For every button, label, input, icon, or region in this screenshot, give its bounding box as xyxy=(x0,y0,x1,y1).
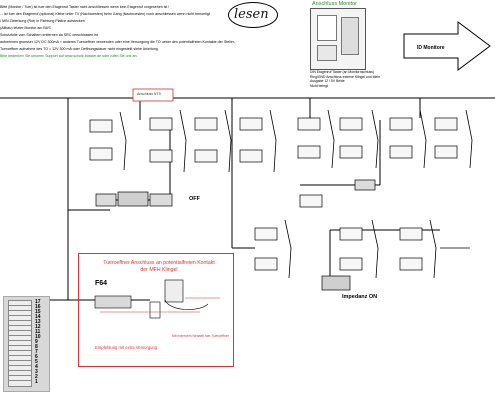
id-monitors-arrow xyxy=(403,21,491,71)
door-opener-sketch xyxy=(94,279,220,319)
lesen-label: lesen xyxy=(234,7,269,22)
note-line: aufnehmen groesser 12V DC 300mA = andere… xyxy=(0,40,236,44)
bell-number: 9 xyxy=(35,339,38,345)
panel-title: Anschluss Monitor xyxy=(312,1,357,7)
bell-number: 15 xyxy=(35,309,41,315)
off-label: OFF xyxy=(189,196,200,202)
floor-group-middle xyxy=(254,194,470,279)
bell-number: 1 xyxy=(35,379,38,385)
door-opener-caption: Mit externem Netzteil fuer Tueroeffner xyxy=(172,334,229,338)
bell-number: 14 xyxy=(35,314,41,320)
impedanz-label: Impedanz ON xyxy=(342,294,378,300)
bell-number: 17 xyxy=(35,299,41,305)
bell-button xyxy=(8,380,32,387)
bell-number: 7 xyxy=(35,349,38,355)
bell-number: 16 xyxy=(35,304,41,310)
distributor-modules xyxy=(95,179,376,291)
bell-number: 3 xyxy=(35,369,38,375)
panel-legend-line: Nicht belegt xyxy=(310,83,328,88)
note-line: Schutzfolie vom Schaltern entfernen da S… xyxy=(0,33,98,37)
note-line: ... ist fuer den Etagenruf (optional) Kl… xyxy=(0,12,210,16)
bell-number: 5 xyxy=(35,359,38,365)
door-opener-title: Tueroeffner Anschluss an potentialfreien… xyxy=(103,260,215,273)
lesen-bubble xyxy=(228,2,278,28)
bell-number: 11 xyxy=(35,329,41,335)
panel-terminal xyxy=(317,45,337,61)
bell-number: 6 xyxy=(35,354,38,360)
bell-number: 4 xyxy=(35,364,38,370)
panel-legend-line: Ausgabe 12 / 5V Beide xyxy=(310,79,345,84)
panel-legend-line: DIN Etagenruf Taster (an Monitornschluss… xyxy=(310,70,375,74)
panel-legend: DIN Etagenruf Taster (an Monitornschluss… xyxy=(310,70,380,88)
bell-number: 13 xyxy=(35,319,41,325)
panel-connector xyxy=(341,17,359,55)
floor-group-right xyxy=(297,109,473,169)
bell-number: 8 xyxy=(35,344,38,350)
f64-label: F64 xyxy=(95,280,108,287)
note-line: (Altbau) letzter Monitor am BUS xyxy=(0,26,51,30)
small-box-label: Anschluss NTS xyxy=(137,92,161,96)
note-line: / MIN Zielerkung (Rot) in Richtung Plati… xyxy=(0,19,85,23)
support-note: Bitte bedenken Sie unseren Support auf w… xyxy=(0,54,138,58)
bell-number: 12 xyxy=(35,324,41,330)
door-opener-box xyxy=(78,253,234,367)
bell-panel: 17 16 15 14 13 12 11 10 9 8 7 6 5 4 3 2 … xyxy=(3,296,50,392)
note-line: Tueroeffner aufnahme des TO = 12V 300 mA… xyxy=(0,47,158,51)
floor-group-left xyxy=(89,109,277,173)
panel-legend-line: Ring/GND Anschluss externe Klingel und M… xyxy=(310,74,381,79)
panel-board xyxy=(317,15,337,41)
bell-number: 2 xyxy=(35,374,38,380)
door-opener-footer: Empfehlung mit extra Versorgung xyxy=(95,345,158,350)
small-connector-box xyxy=(132,88,174,102)
id-monitors-label: ID Monitore xyxy=(417,45,445,51)
bell-number: 10 xyxy=(35,334,41,340)
monitor-connection-panel xyxy=(310,8,366,70)
note-line: Bitte (Monitor / Tuer) ist fuer den Etag… xyxy=(0,5,170,9)
